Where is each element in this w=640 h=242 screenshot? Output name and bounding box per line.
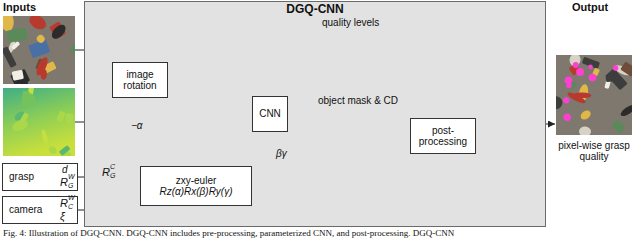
box-label: image rotation	[113, 69, 167, 92]
drawing-part	[565, 76, 573, 84]
drawing-part	[613, 65, 619, 71]
drawing-part	[21, 91, 30, 109]
drawing-part	[573, 62, 579, 68]
panel-title: DGQ-CNN	[85, 3, 545, 17]
output-image	[556, 55, 632, 135]
drawing-part	[556, 55, 632, 135]
drawing-part	[70, 44, 75, 54]
drawing-part	[3, 88, 75, 156]
drawing-part	[11, 41, 20, 50]
subscript: G	[68, 182, 73, 190]
drawing-part	[556, 55, 632, 135]
superscript: C	[110, 163, 115, 171]
figure-caption: Fig. 4: Illustration of DGQ-CNN. DGQ-CNN…	[3, 229, 454, 239]
drawing-part	[576, 68, 584, 76]
drawing-part	[556, 55, 632, 135]
drawing-part	[48, 145, 58, 155]
process-box: zxy-eulerRz(α)Rx(β)Ry(γ)	[140, 166, 252, 206]
process-box: CNN	[252, 96, 288, 132]
drawing-part	[611, 120, 625, 134]
drawing-part	[16, 112, 29, 129]
edge-label: βγ	[275, 148, 288, 159]
box-label: zxy-euler	[176, 175, 217, 187]
process-box: image rotation	[112, 62, 168, 98]
drawing-part	[40, 68, 47, 79]
drawing-part	[563, 97, 569, 103]
drawing-part	[569, 55, 582, 67]
drawing-part	[579, 126, 591, 135]
superscript: W	[68, 194, 75, 202]
image-label: pixel-wise grasp quality	[552, 140, 636, 162]
math-symbol: d	[62, 164, 68, 175]
math-symbol: R	[60, 176, 68, 188]
rgb-image	[3, 16, 75, 84]
section-heading: Inputs	[3, 1, 36, 13]
box-label: CNN	[259, 108, 281, 120]
drawing-part	[582, 57, 600, 69]
module-panel: DGQ-CNN image rotationCNN post-processing z…	[84, 1, 546, 227]
edge-label: −α	[130, 120, 144, 131]
drawing-part	[3, 88, 75, 156]
drawing-part	[41, 129, 49, 145]
superscript: W	[68, 173, 75, 181]
box-label: post-processing	[411, 125, 475, 148]
box-label: camera	[9, 204, 42, 216]
box-label: grasp	[9, 171, 34, 183]
section-heading: Output	[572, 1, 608, 13]
depth-image	[3, 88, 75, 156]
drawing-part	[3, 88, 75, 156]
math-symbol: R	[60, 197, 68, 209]
drawing-part	[49, 22, 68, 41]
image-label: object mask & CD	[318, 95, 398, 106]
drawing-part	[65, 113, 74, 123]
drawing-part	[3, 16, 75, 84]
drawing-part	[566, 91, 587, 105]
drawing-part	[563, 114, 570, 121]
box-label: Rz(α)Rx(β)Ry(γ)	[159, 186, 232, 198]
process-box: post-processing	[410, 118, 476, 154]
drawing-part	[619, 103, 632, 118]
drawing-part	[588, 65, 593, 70]
drawing-part	[7, 28, 28, 43]
drawing-part	[605, 74, 615, 83]
drawing-part	[620, 61, 632, 76]
drawing-part	[589, 74, 597, 82]
drawing-part	[59, 145, 71, 156]
drawing-part	[35, 33, 46, 44]
subscript: C	[68, 203, 73, 211]
drawing-part	[27, 16, 49, 32]
image-label: quality levels	[322, 17, 379, 28]
drawing-part	[12, 70, 24, 81]
drawing-part	[556, 95, 564, 111]
subscript: G	[110, 172, 115, 180]
math-symbol: R	[102, 166, 110, 178]
drawing-part	[3, 46, 17, 68]
drawing-part	[56, 111, 66, 123]
math-symbol: ξ	[60, 210, 65, 222]
drawing-part	[579, 109, 593, 122]
